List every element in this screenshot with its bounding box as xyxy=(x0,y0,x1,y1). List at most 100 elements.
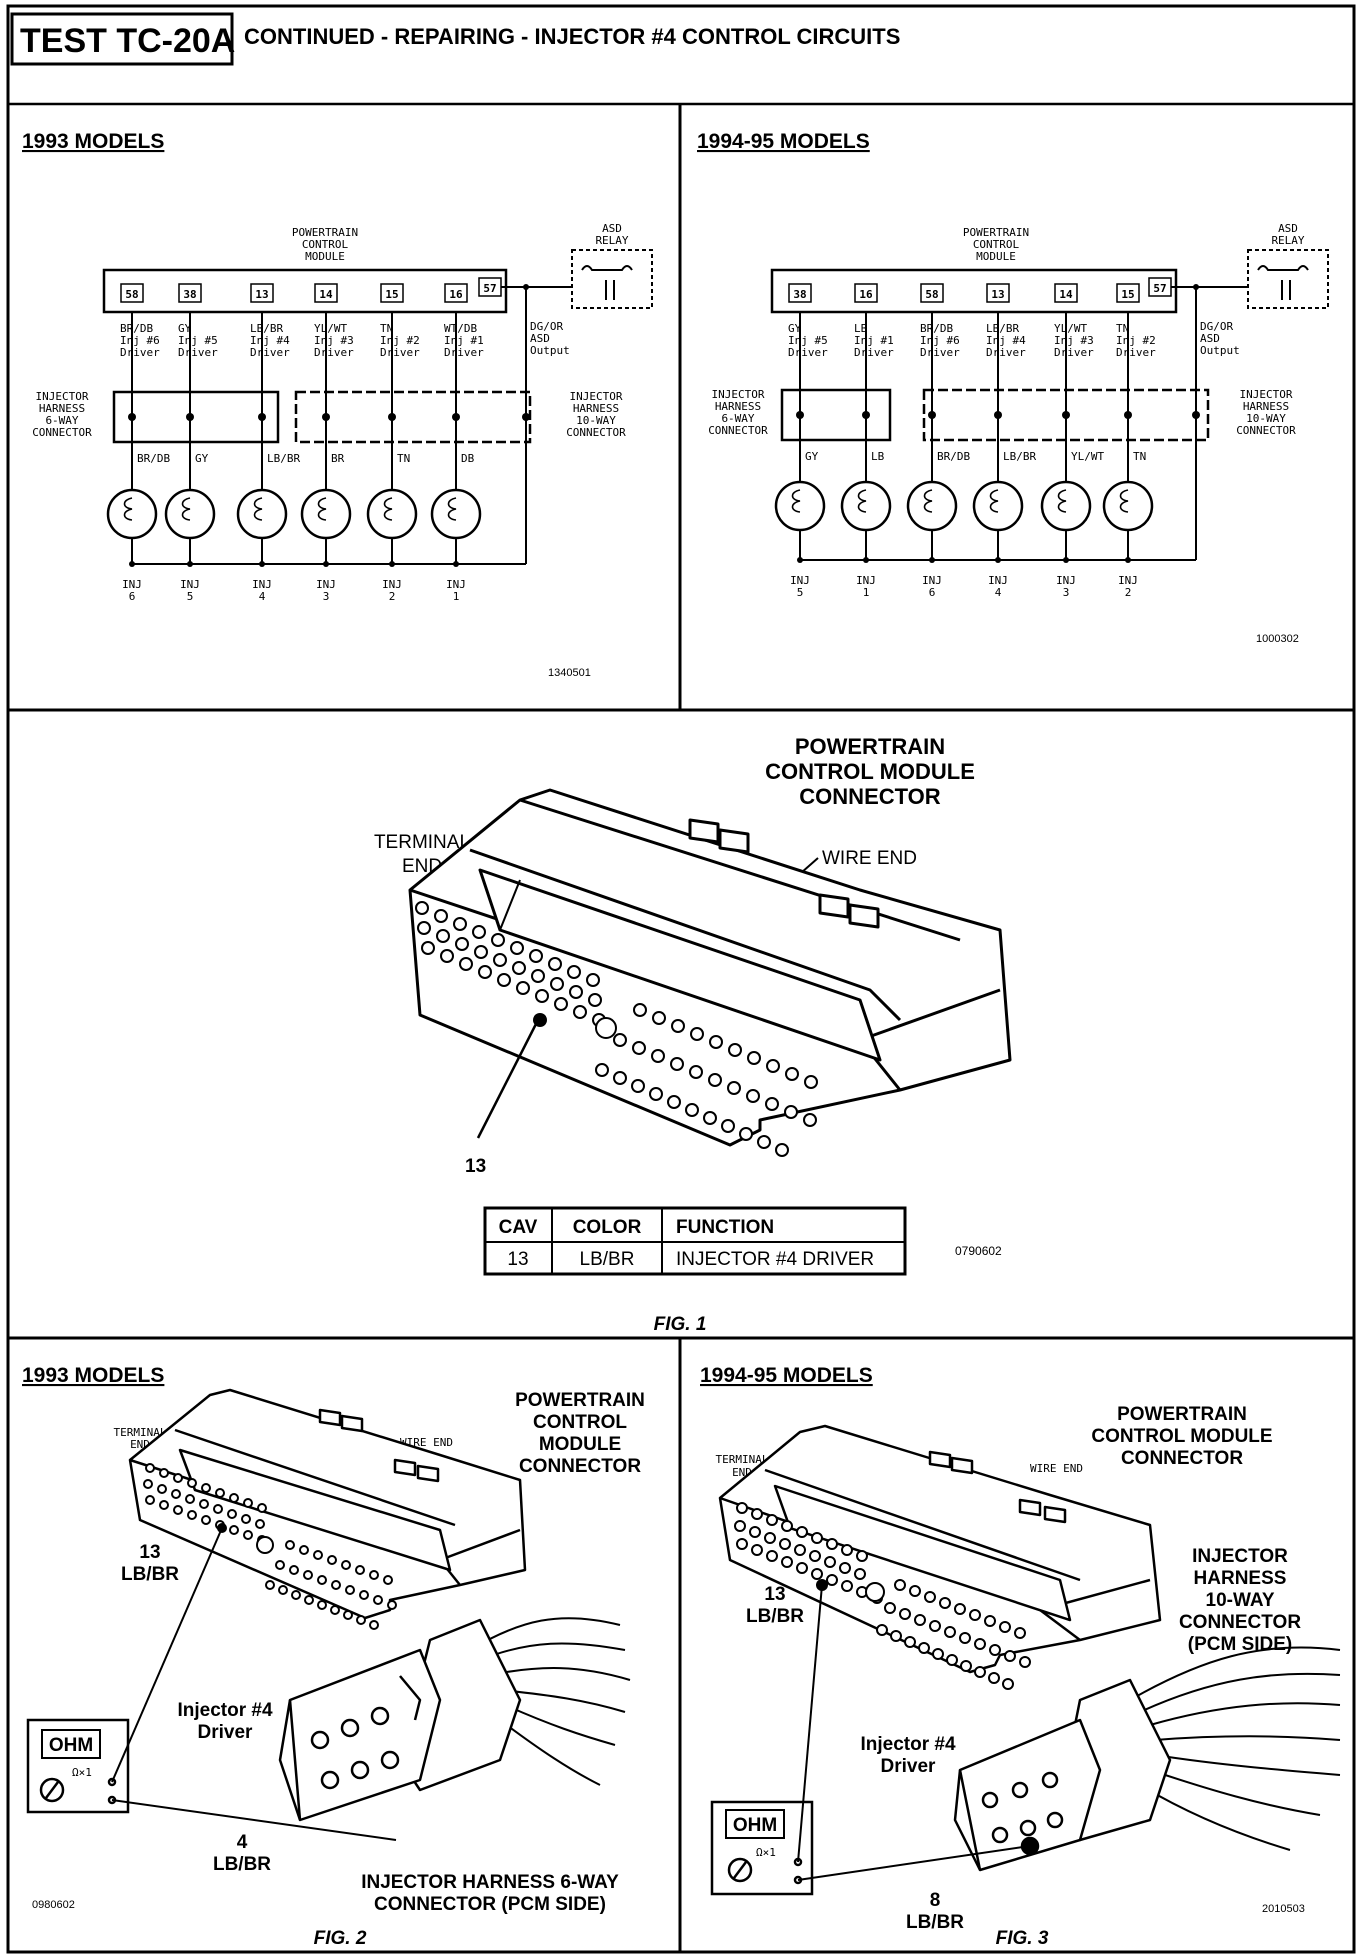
asd-output-label: Output xyxy=(1200,344,1240,357)
svg-text:TERMINAL: TERMINAL xyxy=(374,832,470,853)
fig3-terminal-end: TERMINAL END xyxy=(716,1453,769,1479)
cavity-hole xyxy=(595,1063,609,1077)
cavity-hole xyxy=(781,1520,793,1532)
cavity-table: CAV COLOR FUNCTION 13 LB/BR INJECTOR #4 … xyxy=(483,1206,907,1276)
pin-number: 13 xyxy=(991,288,1004,301)
svg-text:LB/BR: LB/BR xyxy=(906,1912,964,1933)
cavity-hole xyxy=(796,1526,808,1538)
cavity-hole xyxy=(421,941,435,955)
cavity-hole xyxy=(275,1560,285,1570)
inj-label: INJ xyxy=(790,574,810,587)
cavity-hole xyxy=(826,1538,838,1550)
cavity-hole xyxy=(999,1621,1011,1633)
center-post xyxy=(865,1582,885,1602)
diagram-code: 1340501 xyxy=(548,667,591,679)
cavity-hole xyxy=(854,1568,866,1580)
cavity-hole xyxy=(734,1520,746,1532)
table-header-cav: CAV xyxy=(499,1217,538,1238)
table-cell-function: INJECTOR #4 DRIVER xyxy=(676,1249,874,1270)
svg-text:Driver: Driver xyxy=(881,1756,937,1777)
injector-coil xyxy=(181,497,191,521)
pin-number: 58 xyxy=(125,288,138,301)
inj-label: INJ xyxy=(856,574,876,587)
cavity-hole xyxy=(709,1035,723,1049)
cavity-hole xyxy=(890,1630,902,1642)
cavity-hole xyxy=(345,1585,355,1595)
cavity-hole xyxy=(213,1504,223,1514)
fig3-caption: FIG. 3 xyxy=(996,1928,1049,1949)
figure-3: 1994-95 MODELS POWERTRAIN CONTROL MODULE… xyxy=(700,1364,1341,1949)
cavity-hole xyxy=(185,1494,195,1504)
cavity-hole xyxy=(159,1468,169,1478)
cavity-hole xyxy=(946,1654,958,1666)
cavity-hole xyxy=(633,1003,647,1017)
cavity-holes xyxy=(143,1463,397,1630)
cavity-hole xyxy=(739,1127,753,1141)
cavity-hole xyxy=(671,1019,685,1033)
injector-coil xyxy=(791,489,801,513)
cavity-hole xyxy=(586,973,600,987)
fig2-terminal-end: TERMINAL END xyxy=(114,1426,167,1451)
table-cell-color: LB/BR xyxy=(580,1249,635,1270)
ohmmeter-range-2: Ω×1 xyxy=(756,1846,776,1859)
connector-6way xyxy=(780,388,892,442)
inj-number: 1 xyxy=(453,590,460,603)
cavity-hole xyxy=(265,1580,275,1590)
fig2-harness-label: INJECTOR HARNESS 6-WAY CONNECTOR (PCM SI… xyxy=(361,1872,619,1915)
svg-text:POWERTRAIN: POWERTRAIN xyxy=(515,1390,645,1411)
asd-label: RELAY xyxy=(1271,234,1304,247)
pin-box xyxy=(1054,283,1078,303)
cavity-hole xyxy=(1019,1656,1031,1668)
cavity-hole xyxy=(632,1041,646,1055)
inj-number: 3 xyxy=(323,590,330,603)
svg-text:CONNECTOR: CONNECTOR xyxy=(1121,1448,1243,1469)
cavity-hole xyxy=(171,1489,181,1499)
pin-box xyxy=(314,283,338,303)
page-title: CONTINUED - REPAIRING - INJECTOR #4 CONT… xyxy=(244,24,900,49)
cavity-hole xyxy=(330,1605,340,1615)
inj-label: INJ xyxy=(122,578,142,591)
cavity-hole xyxy=(944,1626,956,1638)
cavity-hole xyxy=(304,1595,314,1605)
inj-label: INJ xyxy=(1056,574,1076,587)
cavity-hole xyxy=(173,1473,183,1483)
cavity-hole xyxy=(440,949,454,963)
cavity-hole xyxy=(510,941,524,955)
svg-text:INJECTOR: INJECTOR xyxy=(1192,1546,1288,1567)
junction-dot xyxy=(1193,284,1199,290)
fig2-pin-label: 13 LB/BR xyxy=(121,1542,179,1585)
svg-text:LB/BR: LB/BR xyxy=(746,1606,804,1627)
cavity-hole xyxy=(766,1550,778,1562)
svg-text:TERMINAL: TERMINAL xyxy=(114,1426,167,1439)
cavity-hole xyxy=(796,1562,808,1574)
cavity-hole xyxy=(1004,1650,1016,1662)
cavity-hole xyxy=(689,1065,703,1079)
wire-color: WT/DB xyxy=(444,322,477,335)
cavity-hole xyxy=(550,977,564,991)
cavity-hole xyxy=(794,1544,806,1556)
wire-color: TN xyxy=(380,322,393,335)
cavity-hole xyxy=(766,1514,778,1526)
connector-label: HARNESS xyxy=(573,402,619,415)
asd-output-label: DG/OR xyxy=(1200,320,1233,333)
pcm-connector-large xyxy=(408,788,1012,1147)
pin-number: 14 xyxy=(1059,288,1073,301)
injector-coil xyxy=(923,489,933,513)
pcm-box xyxy=(770,268,1178,314)
pin-number: 58 xyxy=(925,288,938,301)
pin-box xyxy=(920,283,944,303)
table-header-function: FUNCTION xyxy=(676,1217,774,1238)
inj-number: 3 xyxy=(1063,586,1070,599)
cavity-hole xyxy=(341,1560,351,1570)
cavity-hole xyxy=(285,1540,295,1550)
wire-desc: Driver xyxy=(788,346,828,359)
cavity-hole xyxy=(227,1509,237,1519)
cavity-holes xyxy=(415,901,818,1157)
fig2-code: 0980602 xyxy=(32,1899,75,1911)
cavity-hole xyxy=(187,1478,197,1488)
ohmmeter-range: Ω×1 xyxy=(72,1766,92,1779)
svg-text:CONNECTOR: CONNECTOR xyxy=(519,1456,641,1477)
connector-label: INJECTOR xyxy=(712,388,765,401)
lower-wire-color: YL/WT xyxy=(1071,450,1104,463)
cavity-hole xyxy=(766,1059,780,1073)
